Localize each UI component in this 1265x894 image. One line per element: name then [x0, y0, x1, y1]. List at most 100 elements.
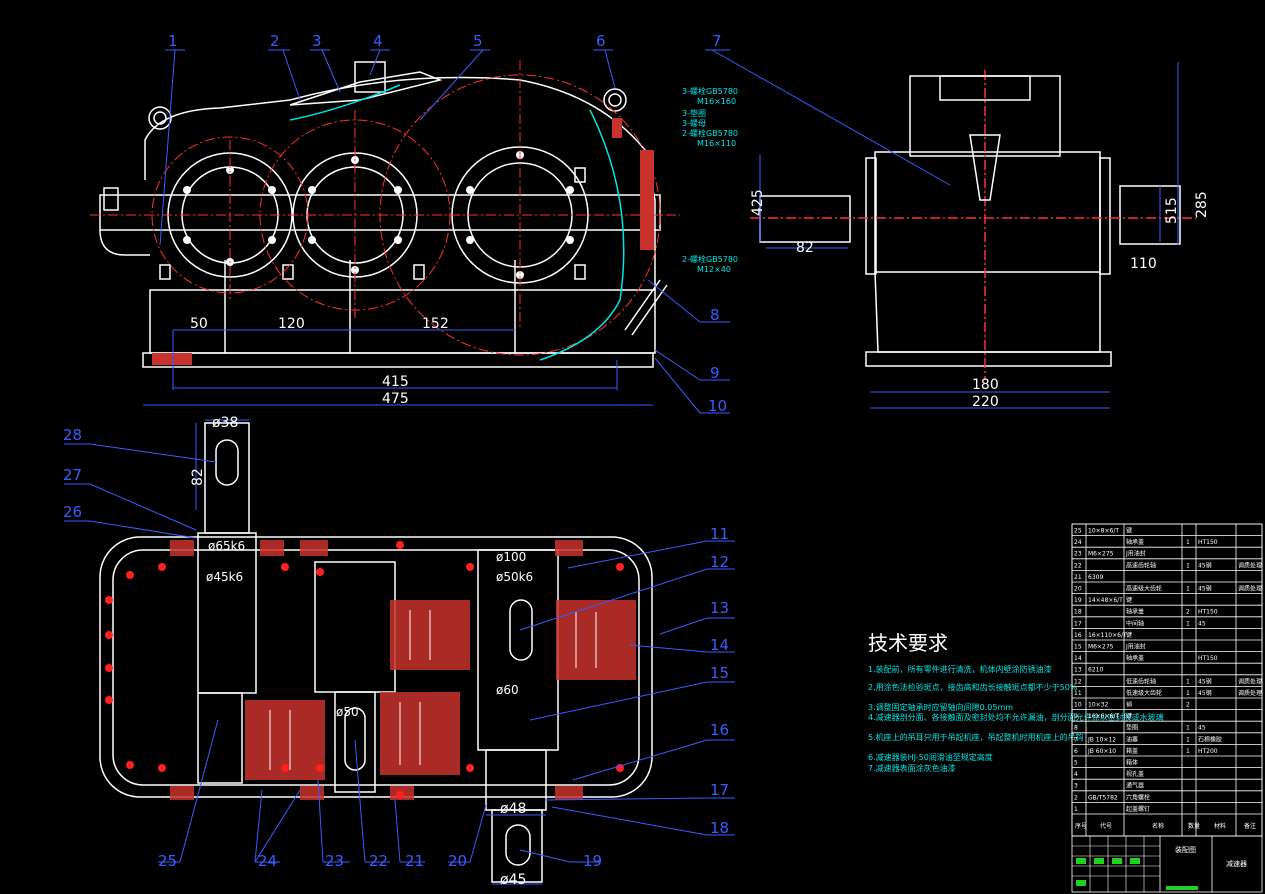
part-label-28: 28 [63, 426, 82, 444]
table-cell: 六角螺栓 [1126, 793, 1150, 801]
part-label-11: 11 [710, 525, 729, 543]
table-cell: GB/T5782 [1088, 794, 1118, 801]
part-label-6: 6 [596, 32, 606, 50]
table-cell: 6 [1074, 748, 1078, 755]
part-label-9: 9 [710, 364, 720, 382]
table-cell: HT150 [1198, 655, 1218, 662]
part-number-labels: 1 2 3 4 5 6 7 8 9 10 28 27 26 11 12 13 1… [63, 32, 729, 870]
table-cell: 2 [1074, 794, 1078, 801]
dim-d50k6: ø50k6 [496, 570, 533, 584]
dim-d65k6: ø65k6 [208, 539, 245, 553]
dim-d45: ø45 [500, 872, 526, 888]
dim-d48: ø48 [500, 801, 526, 817]
table-cell: 轴承盖 [1126, 538, 1144, 546]
table-cell: 调质处理 [1238, 689, 1262, 697]
table-cell: 25 [1074, 528, 1082, 535]
table-cell: 18 [1074, 609, 1082, 616]
table-cell: HT150 [1198, 609, 1218, 616]
dim-285: 285 [1194, 191, 1210, 218]
table-cell: 9 [1074, 713, 1078, 720]
dim-82-side: 82 [796, 240, 814, 256]
table-cell: 20 [1074, 586, 1082, 593]
part-label-1: 1 [168, 32, 178, 50]
part-label-10: 10 [708, 397, 727, 415]
table-cell: 高速级大齿轮 [1126, 585, 1162, 593]
front-view-gear-circles [90, 60, 680, 356]
table-cell: HT200 [1198, 748, 1218, 755]
dim-425: 425 [750, 189, 766, 216]
note-bolt-3: 2-螺栓GB5780 [682, 254, 738, 264]
part-label-23: 23 [325, 852, 344, 870]
part-label-13: 13 [710, 599, 729, 617]
table-header-code: 代号 [1100, 822, 1112, 830]
table-cell: 45钢 [1198, 561, 1212, 569]
part-label-12: 12 [710, 553, 729, 571]
table-cell: 1 [1074, 806, 1078, 813]
table-cell: 14×48×6/T [1088, 597, 1123, 604]
table-cell: 调质处理 [1238, 677, 1262, 685]
table-cell: 键 [1126, 631, 1132, 639]
part-label-17: 17 [710, 781, 729, 799]
table-cell: 45钢 [1198, 677, 1212, 685]
table-cell: 45 [1198, 725, 1206, 732]
note-m12-40: M12×40 [697, 265, 731, 274]
table-cell: 13 [1074, 667, 1082, 674]
table-cell: 12 [1074, 678, 1082, 685]
side-view-dimension-lines [759, 62, 1179, 409]
table-cell: HT150 [1198, 539, 1218, 546]
note-bolt-1: 3-螺栓GB5780 [682, 86, 738, 96]
table-header-material: 材料 [1214, 822, 1226, 830]
note-nut: 3-螺母 [682, 118, 706, 128]
section-view-gear-hatch [269, 610, 597, 770]
note-m16-160: M16×160 [697, 97, 736, 106]
table-cell: 1 [1186, 690, 1190, 697]
parts-table-grid [1071, 523, 1263, 837]
dim-220: 220 [972, 394, 999, 410]
table-header-remark: 备注 [1244, 822, 1256, 830]
title-block-frame [1071, 835, 1263, 893]
dim-d100: ø100 [496, 550, 526, 564]
part-label-27: 27 [63, 466, 82, 484]
table-cell: J用油封 [1125, 643, 1146, 651]
table-cell: 调质处理 [1238, 561, 1262, 569]
table-cell: 低速级大齿轮 [1126, 689, 1162, 697]
table-cell: 14 [1074, 655, 1082, 662]
table-cell: 16 [1074, 632, 1082, 639]
section-view-dimension-lines [195, 419, 546, 885]
table-cell: 中间轴 [1126, 619, 1144, 627]
part-label-20: 20 [448, 852, 467, 870]
part-label-15: 15 [710, 664, 729, 682]
table-cell: 轴承盖 [1126, 654, 1144, 662]
title-block-right: 减速器 [1226, 859, 1247, 868]
tech-item-4: 4.减速器剖分面、各接触面及密封处均不允许漏油，剖分面允许涂以密封胶或水玻璃 [868, 712, 1164, 722]
table-cell: 1 [1186, 748, 1190, 755]
table-cell: 6309 [1088, 574, 1103, 581]
table-cell: 1 [1186, 586, 1190, 593]
table-cell: 16×110×6/T [1088, 632, 1127, 639]
dim-180: 180 [972, 377, 999, 393]
callout-notes: 3-螺栓GB5780 M16×160 3-垫圈 3-螺母 2-螺栓GB5780 … [682, 86, 738, 274]
table-cell: 轴承盖 [1126, 608, 1144, 616]
tech-item-5: 5.机座上的吊耳只用于吊起机座，吊起整机时用机座上的吊钩 [868, 732, 1084, 742]
table-cell: 5 [1074, 760, 1078, 767]
table-cell: 45钢 [1198, 689, 1212, 697]
table-cell: 10 [1074, 702, 1082, 709]
table-cell: 垫圈 [1126, 724, 1138, 732]
front-view-cyan-breakline [289, 84, 625, 361]
table-cell: 22 [1074, 562, 1082, 569]
table-cell: 销 [1126, 701, 1132, 709]
table-cell: 2 [1186, 702, 1190, 709]
tech-item-1: 1.装配前，所有零件进行清洗，机体内壁涂防锈油漆 [868, 664, 1052, 674]
table-cell: 45钢 [1198, 585, 1212, 593]
table-cell: 箱盖 [1126, 747, 1138, 755]
table-cell: 调质处理 [1238, 585, 1262, 593]
table-cell: 1 [1186, 562, 1190, 569]
title-block-left: 装配图 [1175, 845, 1196, 854]
part-label-14: 14 [710, 636, 729, 654]
table-cell: 24 [1074, 539, 1082, 546]
dimension-texts: 50 120 152 415 475 82 425 285 515 110 18… [190, 189, 1210, 888]
table-cell: 11 [1074, 690, 1082, 697]
